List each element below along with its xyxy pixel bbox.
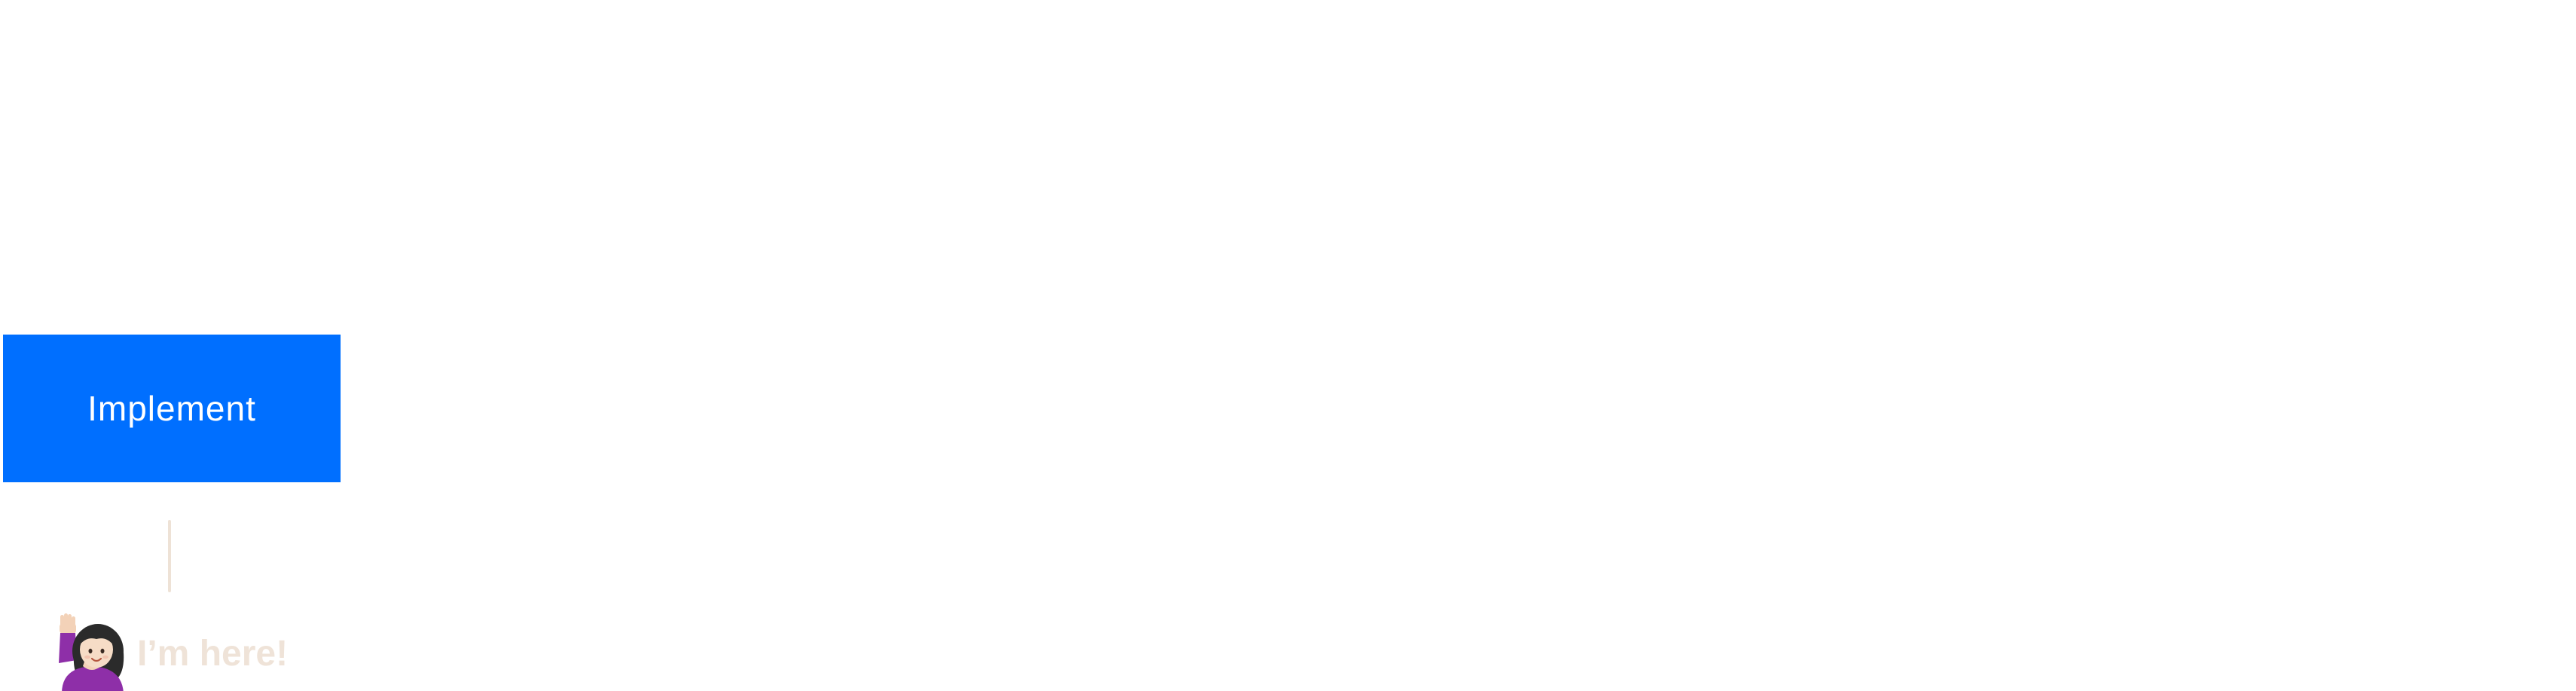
stage-label: Implement [87,389,256,428]
current-position-marker: I’m here! [54,613,288,691]
person-raising-hand-icon [54,613,130,691]
connector-line [168,520,171,592]
marker-label: I’m here! [137,633,289,674]
stage-implement-box[interactable]: Implement [3,335,341,482]
